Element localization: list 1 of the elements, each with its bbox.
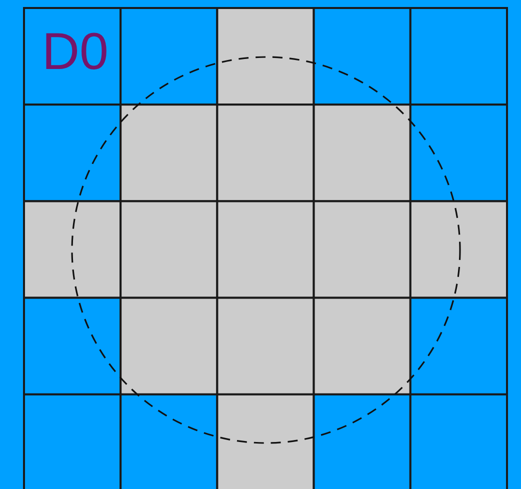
grid-label: D0 xyxy=(42,22,108,82)
